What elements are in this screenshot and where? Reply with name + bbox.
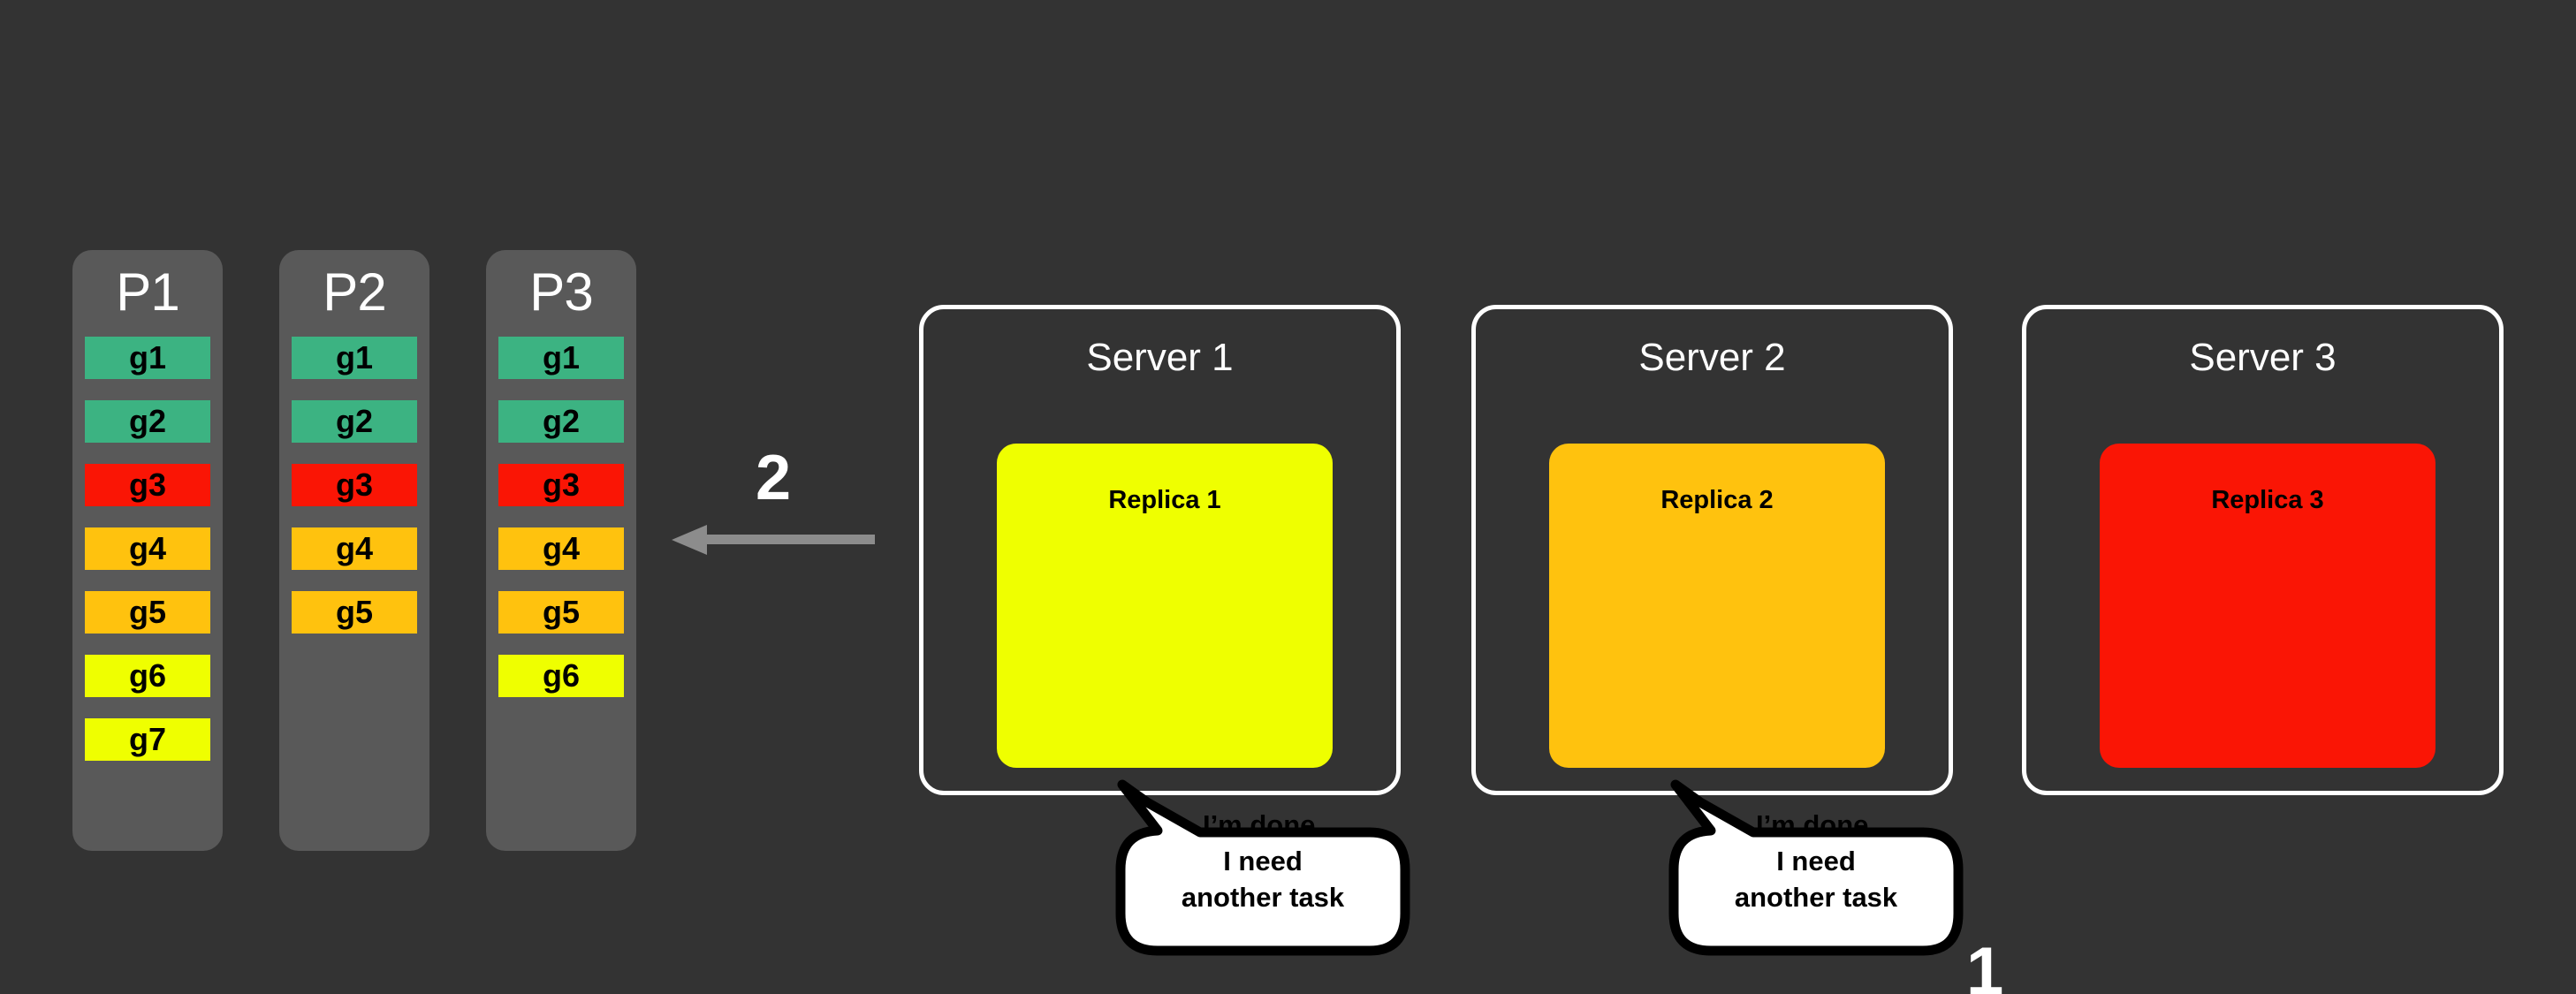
partition-slot[interactable]: g2 — [85, 400, 210, 443]
partition-slot-list-p3: g1 g2 g3 g4 g5 g6 — [498, 337, 624, 718]
step-number-2: 2 — [756, 443, 792, 513]
partition-column-p1[interactable]: P1 g1 g2 g3 g4 g5 g6 g7 — [72, 250, 223, 851]
speech-bubble-shape — [1668, 779, 1964, 956]
assignment-arrow-left — [672, 525, 875, 555]
server-title-3: Server 3 — [2189, 336, 2337, 379]
partition-slot[interactable]: g4 — [292, 527, 417, 570]
replica-box-1[interactable]: Replica 1 — [997, 444, 1333, 768]
partition-slot[interactable]: g2 — [498, 400, 624, 443]
server-title-1: Server 1 — [1086, 336, 1234, 379]
partition-slot[interactable]: g4 — [85, 527, 210, 570]
replica-label-3: Replica 3 — [2211, 486, 2324, 514]
replica-box-2[interactable]: Replica 2 — [1549, 444, 1885, 768]
replica-box-3[interactable]: Replica 3 — [2100, 444, 2435, 768]
partition-slot[interactable]: g1 — [292, 337, 417, 379]
partition-slot[interactable]: g1 — [85, 337, 210, 379]
partition-slot-list-p1: g1 g2 g3 g4 g5 g6 g7 — [85, 337, 210, 782]
server-title-2: Server 2 — [1638, 336, 1786, 379]
server-box-3[interactable]: Server 3 Replica 3 — [2022, 305, 2504, 795]
partition-slot[interactable]: g6 — [85, 655, 210, 697]
partition-slot[interactable]: g5 — [498, 591, 624, 634]
partition-slot[interactable]: g5 — [85, 591, 210, 634]
partition-title-p3: P3 — [529, 262, 593, 322]
server-box-1[interactable]: Server 1 Replica 1 — [919, 305, 1401, 795]
partition-slot[interactable]: g3 — [292, 464, 417, 506]
partition-slot[interactable]: g7 — [85, 718, 210, 761]
step-number-1: 1 — [1966, 934, 2004, 994]
partition-slot[interactable]: g3 — [498, 464, 624, 506]
partition-column-p2[interactable]: P2 g1 g2 g3 g4 g5 — [279, 250, 429, 851]
speech-bubble-server-2: I’m done. I need another task — [1668, 762, 1964, 956]
partition-slot[interactable]: g3 — [85, 464, 210, 506]
arrow-head-icon — [672, 525, 707, 555]
partition-slot[interactable]: g2 — [292, 400, 417, 443]
replica-label-2: Replica 2 — [1660, 486, 1774, 514]
partition-slot[interactable]: g1 — [498, 337, 624, 379]
partition-slot[interactable]: g4 — [498, 527, 624, 570]
speech-bubble-shape — [1115, 779, 1410, 956]
partition-slot[interactable]: g5 — [292, 591, 417, 634]
replica-label-1: Replica 1 — [1108, 486, 1221, 514]
partition-column-p3[interactable]: P3 g1 g2 g3 g4 g5 g6 — [486, 250, 636, 851]
server-box-2[interactable]: Server 2 Replica 2 — [1471, 305, 1953, 795]
partition-slot-list-p2: g1 g2 g3 g4 g5 — [292, 337, 417, 655]
speech-bubble-server-1: I’m done. I need another task — [1115, 762, 1410, 956]
partition-title-p1: P1 — [116, 262, 179, 322]
arrow-shaft — [703, 535, 875, 544]
partition-title-p2: P2 — [323, 262, 386, 322]
partition-slot[interactable]: g6 — [498, 655, 624, 697]
